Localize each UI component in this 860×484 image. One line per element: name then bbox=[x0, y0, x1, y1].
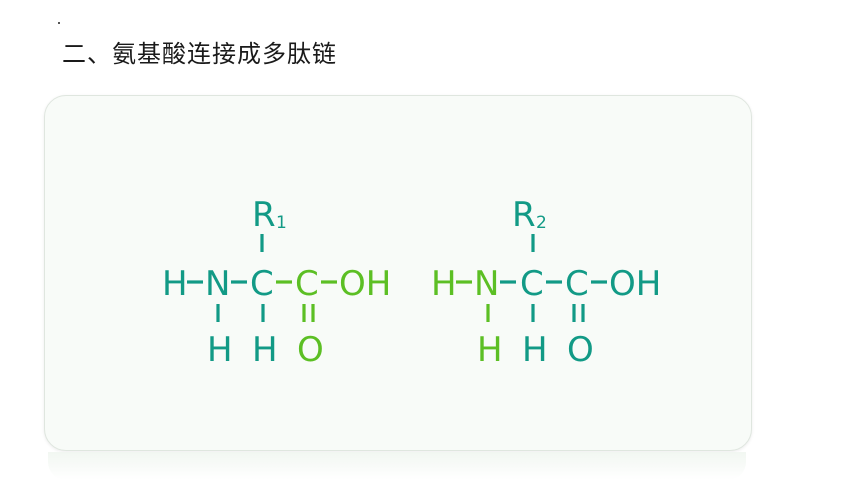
page-title: 二、氨基酸连接成多肽链 bbox=[62, 40, 337, 68]
amino-acid-2: R 2 H N C C OH H H O bbox=[431, 195, 661, 370]
atom-c-alpha: C bbox=[520, 264, 544, 304]
diagram-panel bbox=[44, 95, 752, 451]
atom-o: O bbox=[567, 330, 594, 370]
atom-c-h: H bbox=[252, 330, 278, 370]
substituent-r: R bbox=[252, 195, 276, 235]
atom-h-left: H bbox=[431, 264, 457, 304]
atom-n-h: H bbox=[477, 330, 503, 370]
atom-h-left: H bbox=[162, 264, 188, 304]
decorative-dot bbox=[58, 22, 60, 24]
substituent-index: 1 bbox=[276, 213, 287, 233]
atom-c-carboxyl: C bbox=[295, 264, 319, 304]
atom-c-h: H bbox=[522, 330, 548, 370]
atom-o: O bbox=[297, 330, 324, 370]
substituent-index: 2 bbox=[536, 213, 547, 233]
atom-n-h: H bbox=[207, 330, 233, 370]
atom-c-alpha: C bbox=[250, 264, 274, 304]
atom-n: N bbox=[205, 264, 230, 304]
amino-acid-1: R 1 H N C C OH H H O bbox=[162, 195, 391, 370]
atom-oh: OH bbox=[339, 264, 391, 304]
atom-oh: OH bbox=[609, 264, 661, 304]
atom-n: N bbox=[474, 264, 499, 304]
substituent-r: R bbox=[512, 195, 536, 235]
panel-reflection bbox=[48, 452, 746, 480]
atom-c-carboxyl: C bbox=[565, 264, 589, 304]
